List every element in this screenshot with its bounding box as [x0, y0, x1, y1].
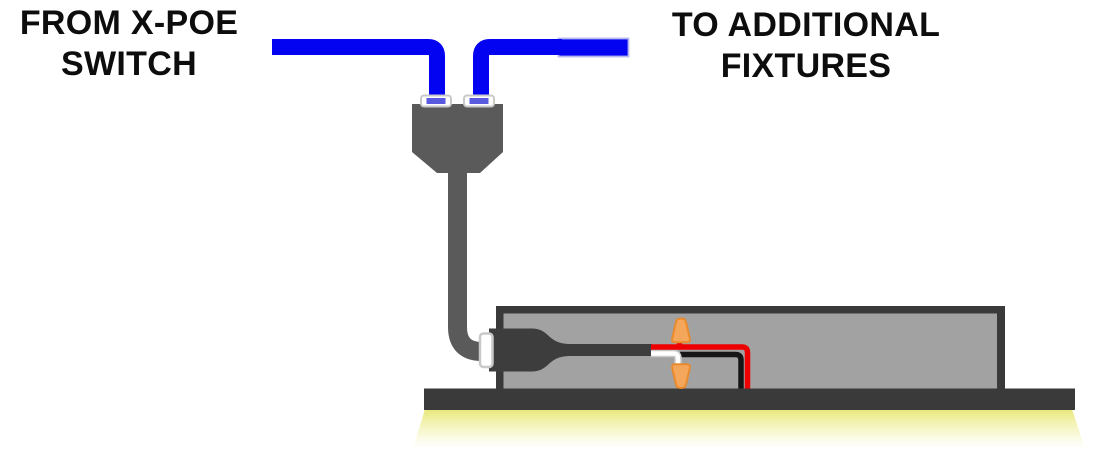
cable-to-fixtures: [473, 39, 562, 99]
drop-cable: [448, 165, 484, 361]
cable-from-switch: [272, 39, 445, 99]
label-from-switch-line1: FROM X-POE: [19, 4, 239, 42]
y-splitter-body: [412, 104, 503, 173]
cable-to-fixtures-end: [557, 37, 630, 58]
wire-black: [680, 351, 744, 389]
wire-white: [651, 351, 681, 366]
label-from-switch: FROM X-POE SWITCH: [0, 3, 258, 85]
splitter-collar-left: [420, 94, 452, 108]
label-to-fixtures-line2: FIXTURES: [720, 47, 892, 85]
splitter-collar-right: [463, 94, 495, 108]
wire-nut-lower: [671, 363, 691, 389]
fixture-power-plug: [489, 328, 652, 372]
fixture-baseplate: [424, 388, 1075, 410]
wire-red: [651, 344, 751, 389]
wire-nut-upper: [671, 317, 691, 344]
label-to-fixtures: TO ADDITIONAL FIXTURES: [656, 5, 956, 87]
light-glow: [412, 409, 1086, 452]
label-from-switch-line2: SWITCH: [61, 45, 197, 83]
label-to-fixtures-line1: TO ADDITIONAL: [671, 6, 941, 44]
fixture-input-connector: [478, 332, 494, 369]
